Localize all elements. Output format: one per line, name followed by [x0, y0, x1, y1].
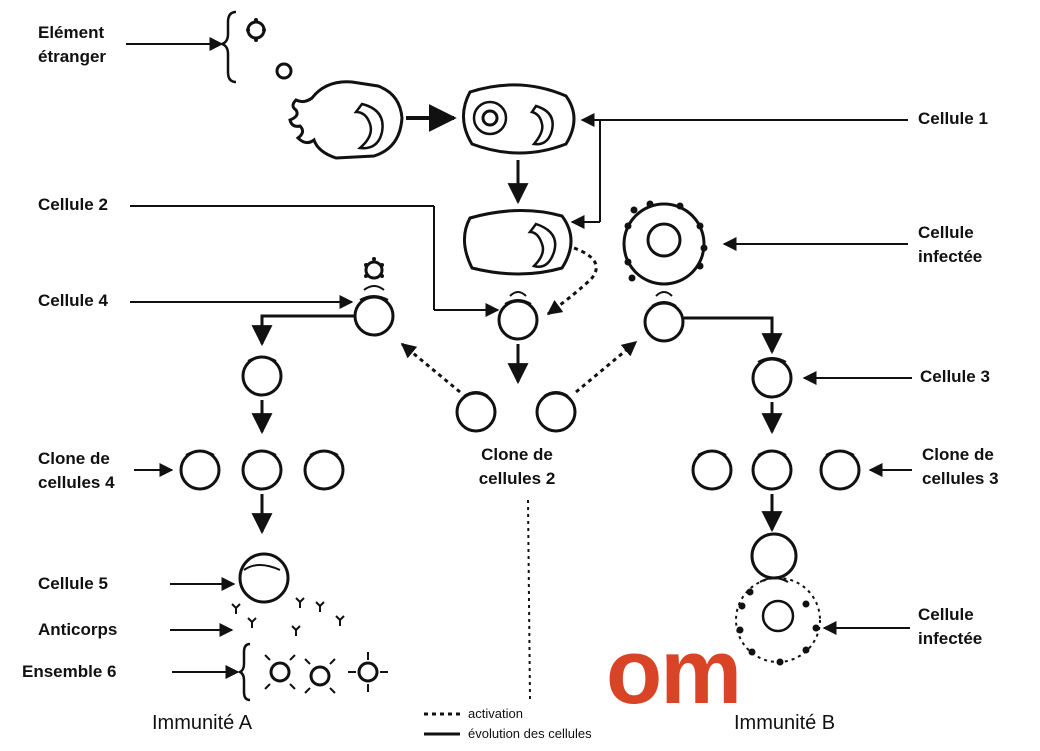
antigen-particle-2 [275, 62, 293, 80]
legend-evolution: évolution des cellules [468, 726, 592, 741]
label-cellule4: Cellule 4 [38, 291, 108, 310]
clone-cellules-3 [691, 449, 861, 491]
cellule-3 [751, 357, 793, 399]
label-cellule-infectee-top-1: Cellule [918, 223, 974, 242]
activation-arrow-left [400, 342, 461, 394]
label-clone3-2: cellules 3 [922, 469, 999, 488]
evolution-arrow-b1 [684, 316, 783, 355]
ensemble-6 [237, 642, 388, 702]
label-cellule3: Cellule 3 [920, 367, 990, 386]
activation-arrow-right [575, 340, 638, 394]
clone-cellules-2 [455, 391, 577, 433]
label-cellule1: Cellule 1 [918, 109, 988, 128]
label-clone2-2: cellules 2 [478, 469, 556, 488]
label-element-etranger-1: Elément [38, 23, 105, 42]
label-immunite-a: Immunité A [152, 712, 253, 734]
label-anticorps: Anticorps [38, 620, 118, 639]
central-divider [527, 499, 531, 701]
cellule-4-activated [241, 355, 283, 397]
label-immunite-b: Immunité B [734, 712, 836, 734]
antigen-particle [246, 18, 266, 42]
label-clone4-1: Clone de [38, 449, 110, 468]
label-cellule-infectee-bottom-2: infectée [918, 629, 983, 648]
label-cellule-infectee-bottom-1: Cellule [918, 605, 974, 624]
infected-cell-top [622, 200, 708, 286]
infected-cell-bottom [735, 577, 821, 666]
cellule-4 [353, 257, 395, 337]
label-cellule2: Cellule 2 [38, 195, 108, 214]
label-clone3-1: Clone de [922, 445, 994, 464]
foreign-element [126, 10, 293, 84]
cellule-3-precursor [643, 291, 685, 343]
legend-activation: activation [468, 706, 523, 721]
label-cellule-infectee-top-2: infectée [918, 247, 983, 266]
antigen-presenting-cell [463, 209, 573, 276]
antibodies [231, 597, 345, 636]
label-element-etranger-2: étranger [38, 47, 107, 66]
activation-arrow-apc [546, 246, 598, 316]
label-clone4-2: cellules 4 [38, 473, 115, 492]
cellule-2 [497, 291, 539, 341]
label-ensemble6: Ensemble 6 [22, 662, 117, 681]
watermark: om [606, 621, 742, 723]
cellule-5 [238, 552, 290, 604]
evolution-arrow-a1 [251, 314, 354, 347]
cellule-1-phagocytosis [288, 80, 576, 160]
label-clone2-1: Clone de [481, 445, 553, 464]
clone-cellules-4 [179, 449, 345, 491]
cytotoxic-cell [750, 532, 798, 583]
label-cellule5: Cellule 5 [38, 574, 108, 593]
